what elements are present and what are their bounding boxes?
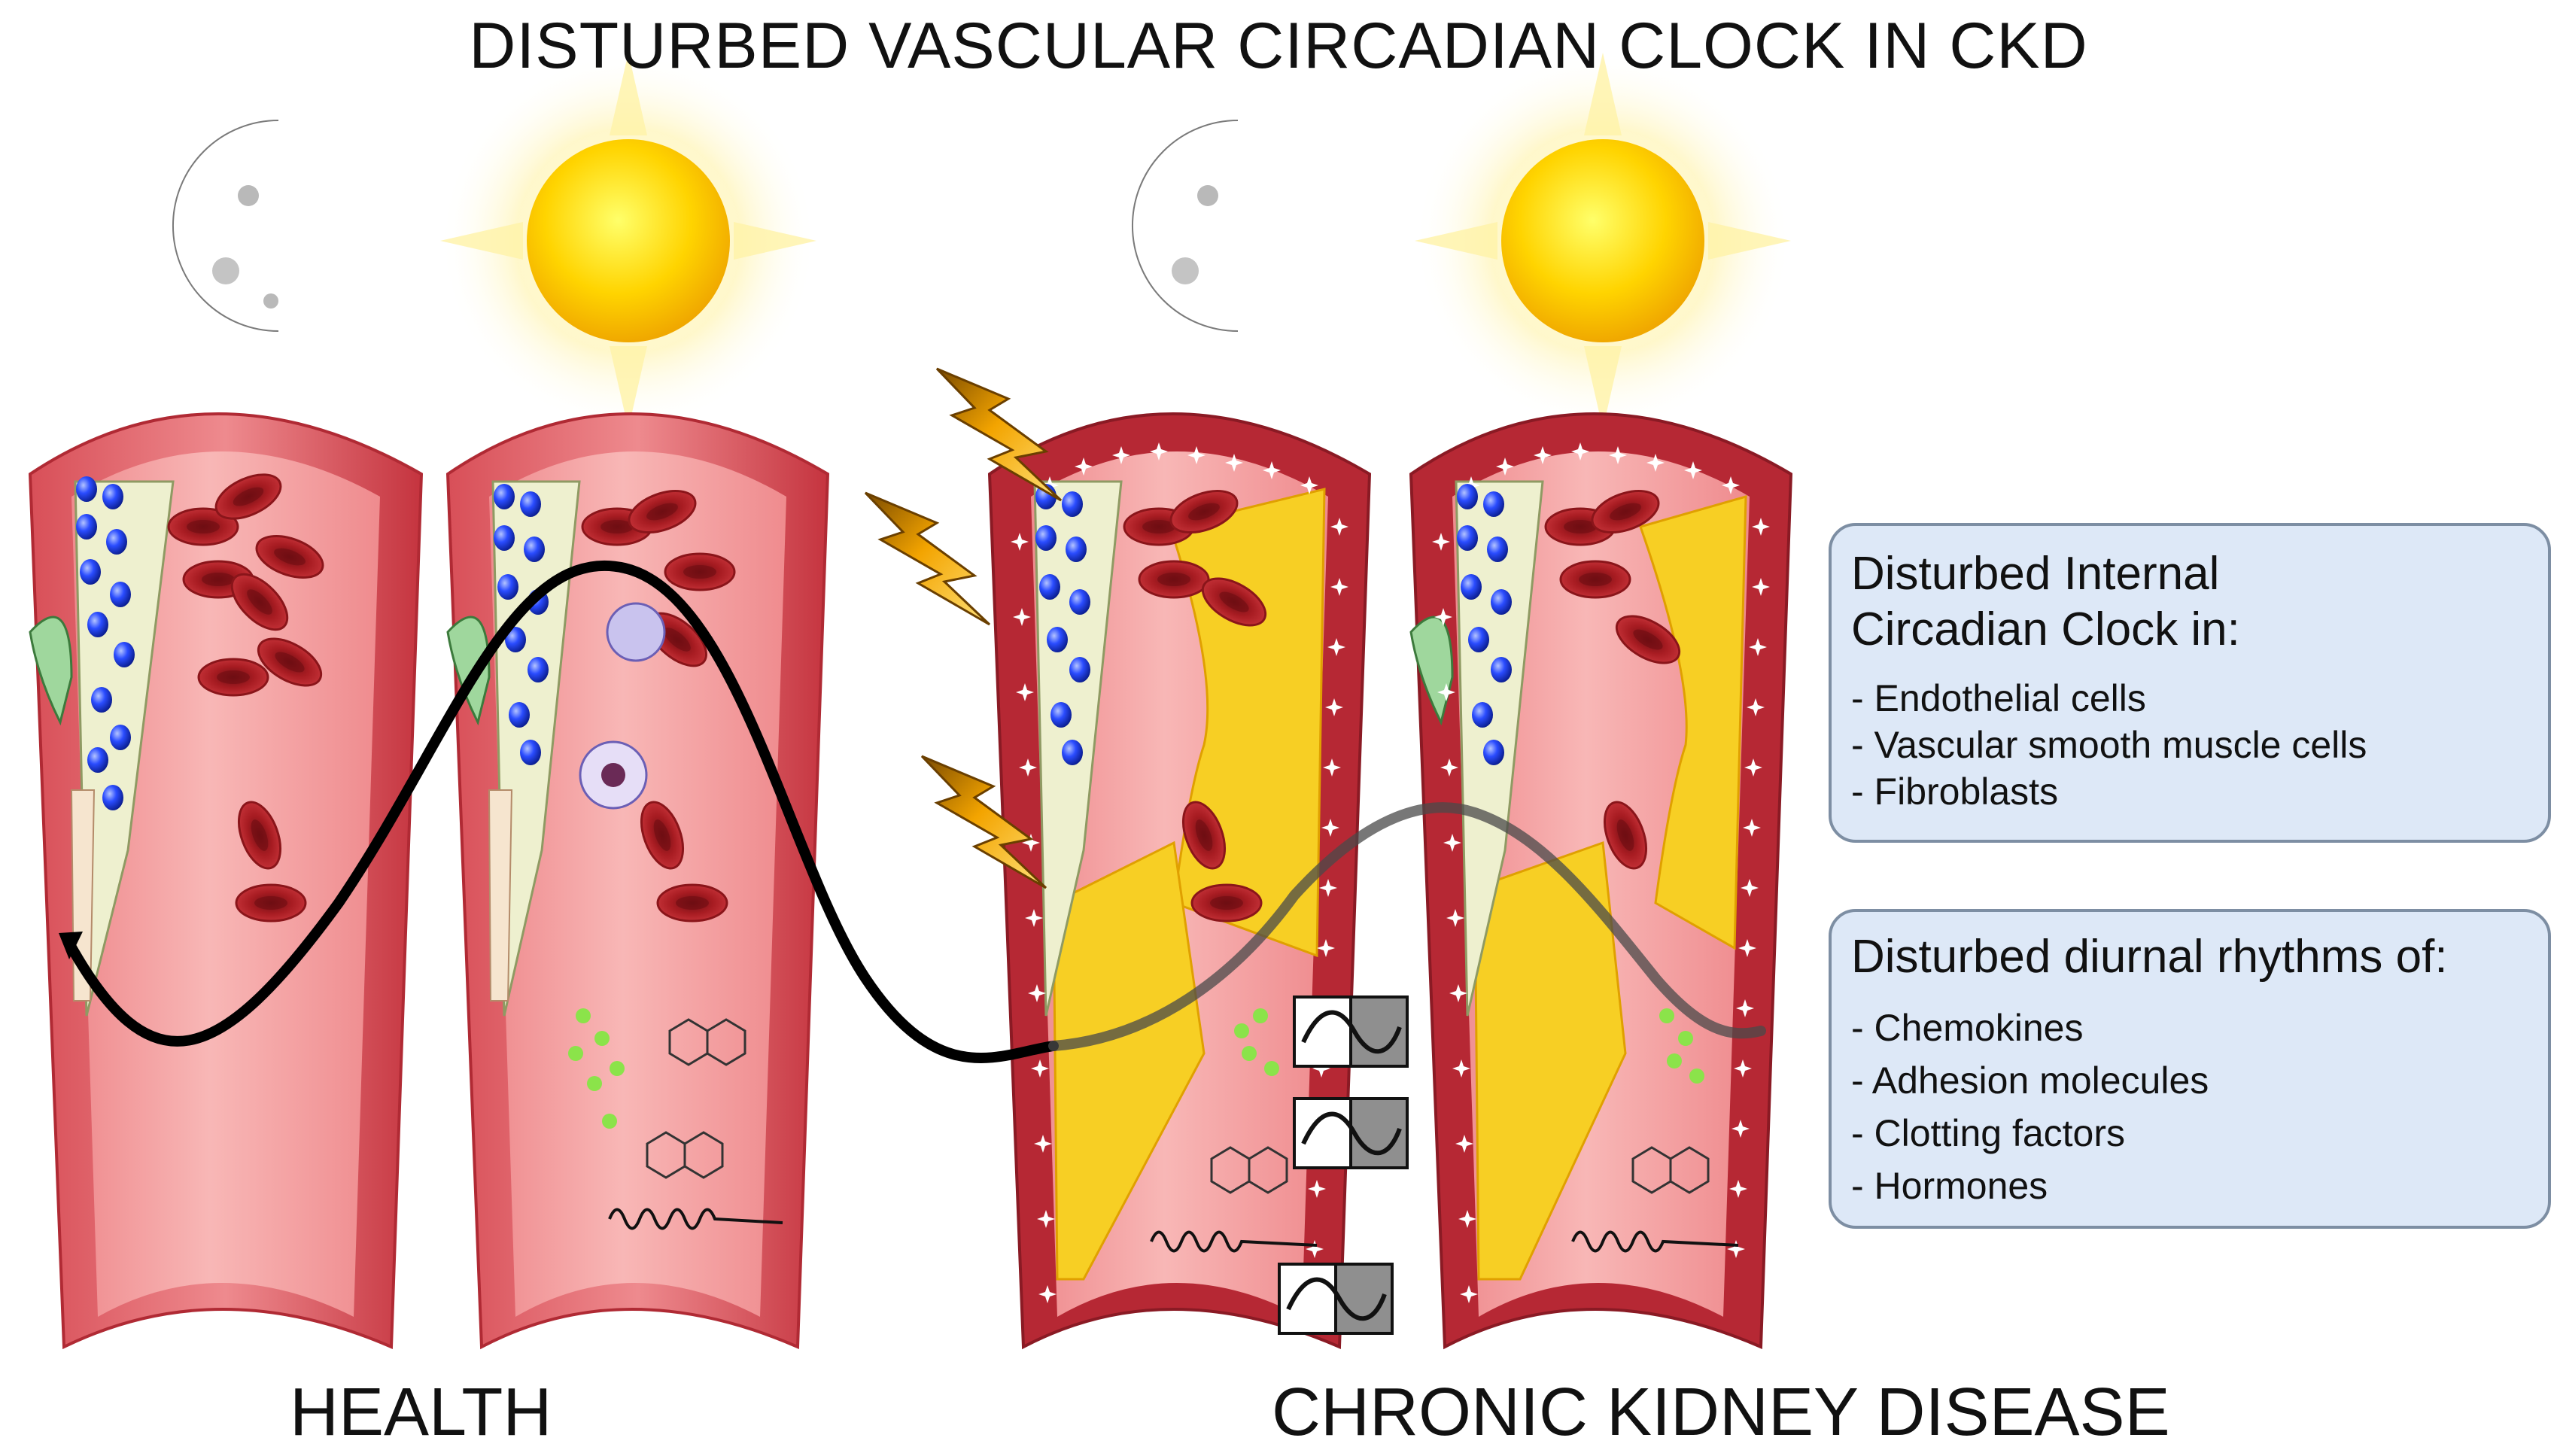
diagram-title: DISTURBED VASCULAR CIRCADIAN CLOCK IN CK… [469,10,2088,82]
moon-icon-health [172,120,279,332]
rhythm-legend-heading: Disturbed diurnal rhythms of: [1851,931,2448,983]
clock-legend-item: - Fibroblasts [1851,771,2059,813]
vessel-ckd-night [987,412,1372,1350]
rhythm-legend-box: Disturbed diurnal rhythms of: - Chemokin… [1829,909,2551,1229]
molecules-v2 [568,1008,783,1230]
vessel-health-day [445,412,830,1350]
vessel-health-night [28,412,424,1350]
curve-arrowhead [59,932,83,959]
rhythm-legend-item: - Adhesion molecules [1851,1059,2209,1102]
molecules-v3 [1150,1008,1318,1253]
lightning-bolt-icon-v3b [864,491,991,626]
clock-legend-item: - Endothelial cells [1851,677,2146,719]
health-label: HEALTH [290,1375,552,1450]
rhythm-wave-icon-v3c [1279,1264,1392,1333]
moon-icon-ckd [1132,120,1239,332]
ckd-label: CHRONIC KIDNEY DISEASE [1272,1375,2170,1450]
vessel-ckd-day [1409,412,1793,1350]
molecules-v4 [1571,1008,1739,1253]
rhythm-legend-item: - Chemokines [1851,1007,2084,1049]
leukocytes-v2 [579,602,666,810]
clock-legend-heading-1: Disturbed Internal [1851,548,2220,600]
clock-legend-box: Disturbed Internal Circadian Clock in: -… [1829,523,2551,843]
clock-legend-item: - Vascular smooth muscle cells [1851,724,2367,766]
sun-icon-ckd [1415,53,1791,429]
rhythm-wave-icon-v3b [1294,1099,1407,1168]
rhythm-legend-item: - Clotting factors [1851,1112,2126,1154]
sun-icon-health [440,53,816,429]
circadian-curve-ckd [1048,802,1766,1051]
rhythm-wave-icon-v3a [1294,997,1407,1066]
circadian-curve-health [62,560,1059,1063]
rhythm-legend-item: - Hormones [1851,1165,2048,1207]
clock-legend-heading-2: Circadian Clock in: [1851,603,2240,655]
